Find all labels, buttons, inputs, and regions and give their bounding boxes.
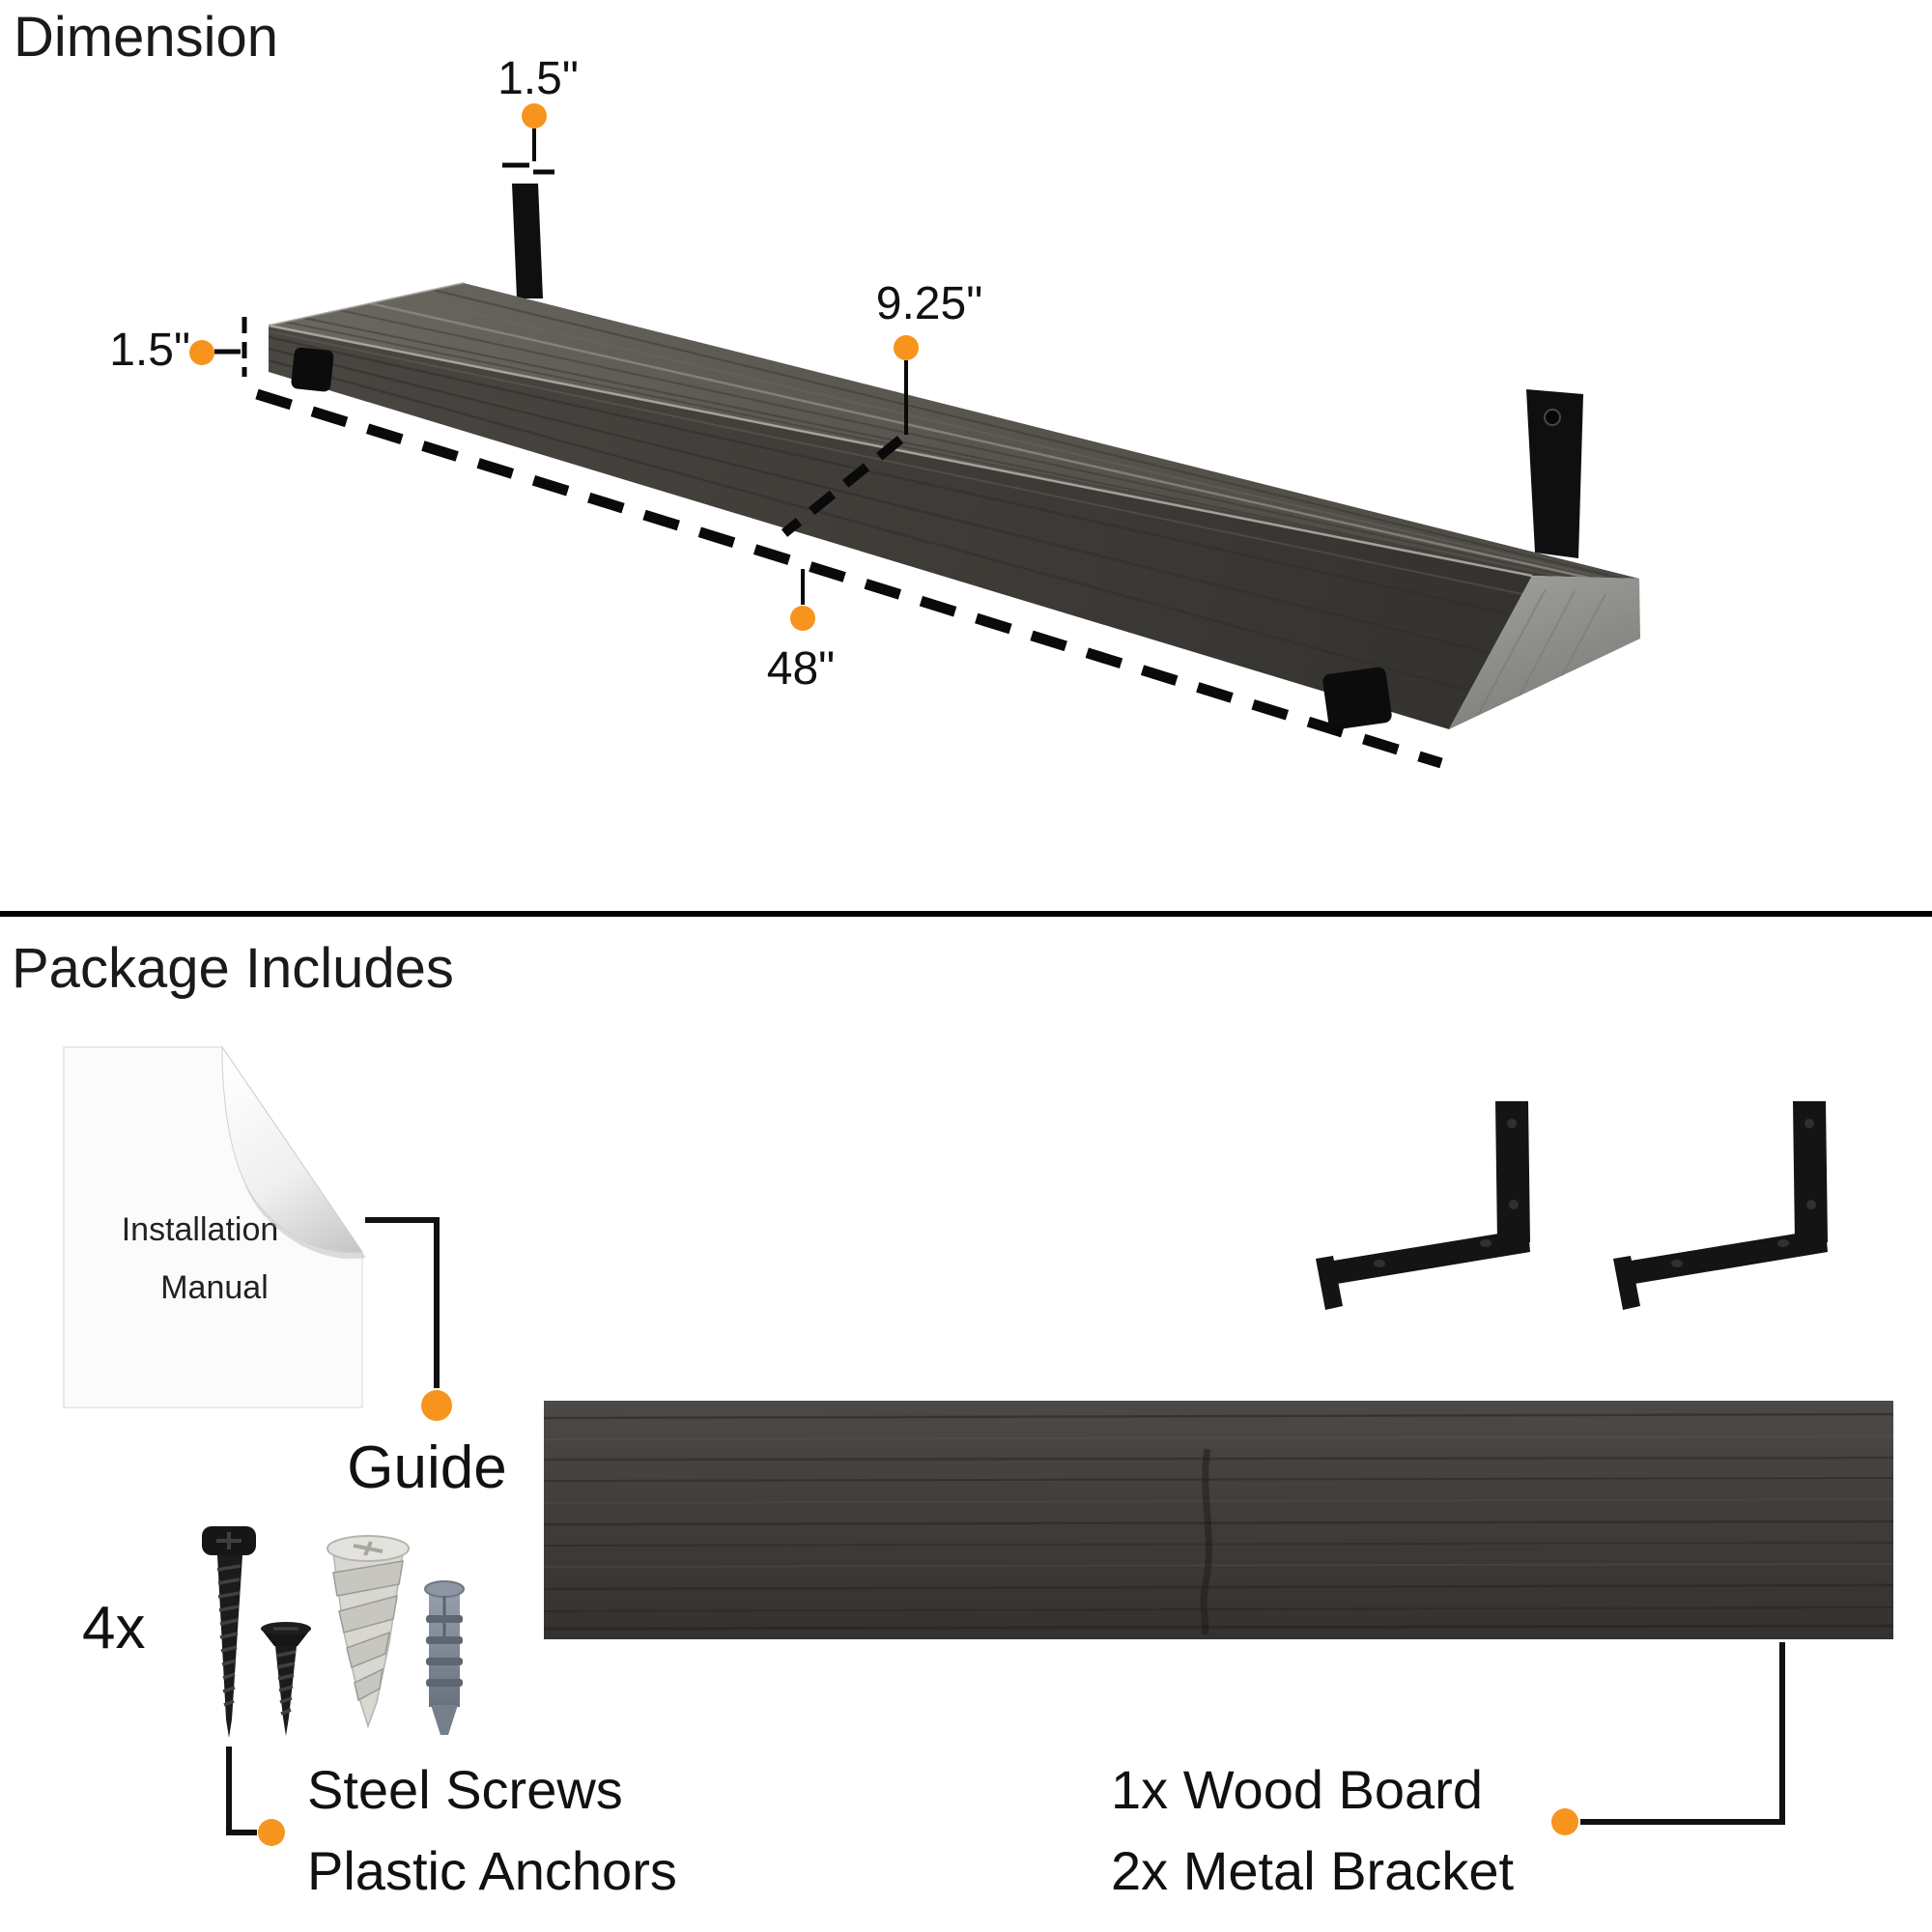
wall-bracket-arm-right — [1526, 389, 1583, 558]
package-metal-bracket-2 — [1613, 1101, 1828, 1310]
long-screw-icon — [202, 1526, 256, 1738]
package-metal-bracket-1 — [1316, 1101, 1530, 1310]
installation-manual-page — [63, 1046, 363, 1408]
board-length-label: 48" — [767, 643, 835, 695]
hardware-marker-dot — [258, 1819, 285, 1846]
board-length-marker-dot — [790, 606, 815, 631]
contents-label-line2: 2x Metal Bracket — [1111, 1840, 1514, 1901]
bracket-height-label: 1.5" — [497, 53, 579, 104]
shelf-end-face — [1449, 576, 1640, 729]
board-length-dimension-line — [255, 388, 1443, 769]
plastic-anchor-icon — [424, 1580, 465, 1735]
package-board-grain — [544, 1412, 1893, 1635]
shelf-front-edge-highlight — [268, 324, 1533, 578]
guide-marker-dot — [421, 1390, 452, 1421]
wall-bracket-arm-left — [512, 184, 543, 298]
bracket-front-hook-left — [291, 347, 334, 392]
guide-connector-line — [365, 1217, 440, 1388]
dimension-title: Dimension — [14, 6, 278, 69]
board-depth-label: 9.25" — [876, 278, 982, 329]
contents-label-line1: 1x Wood Board — [1111, 1759, 1483, 1820]
hardware-label-line1: Steel Screws — [307, 1759, 623, 1820]
shelf-front-grain — [269, 330, 1523, 693]
manual-label-line2: Manual — [160, 1269, 269, 1306]
board-thickness-marker-dot — [189, 340, 214, 365]
hardware-quantity-label: 4x — [82, 1595, 145, 1662]
short-screw-icon — [261, 1622, 311, 1736]
board-depth-marker-dot — [894, 335, 919, 360]
shelf-left-edge-highlight — [268, 282, 465, 327]
package-wood-board — [544, 1401, 1893, 1639]
page-curl — [221, 1045, 363, 1254]
drywall-anchor-icon — [327, 1535, 410, 1729]
hardware-label-line2: Plastic Anchors — [307, 1840, 677, 1901]
contents-connector-line — [1580, 1642, 1785, 1825]
section-divider — [0, 911, 1932, 917]
hardware-connector-line — [226, 1747, 257, 1835]
contents-marker-dot — [1551, 1808, 1578, 1835]
guide-label: Guide — [347, 1435, 506, 1501]
bracket-front-hook-right — [1322, 667, 1392, 730]
bracket-screw-hole — [1544, 409, 1561, 426]
board-thickness-label: 1.5" — [109, 325, 190, 376]
shelf-top-grain — [283, 289, 1623, 579]
board-depth-dimension-line — [781, 436, 904, 537]
bracket-height-marker-dot — [522, 103, 547, 128]
package-title: Package Includes — [12, 937, 454, 1000]
manual-label-line1: Installation — [122, 1211, 279, 1248]
